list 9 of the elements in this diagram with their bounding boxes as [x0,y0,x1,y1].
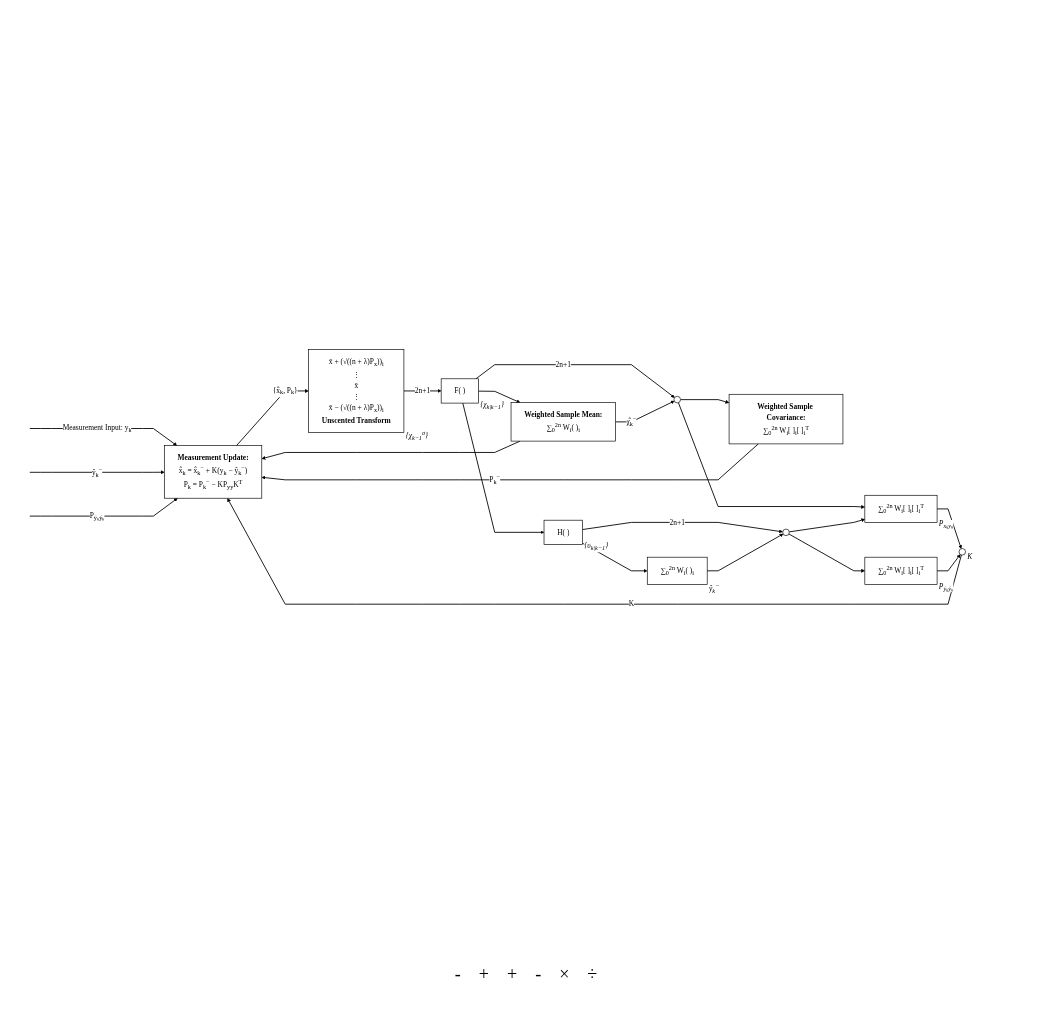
sign-label: - [454,964,461,985]
node-circle [782,529,790,537]
node-circle [958,548,966,556]
sign-label: + [478,964,489,985]
sign-label: × [559,964,570,985]
node-circle [673,396,681,404]
sign-label: ÷ [587,964,598,985]
sign-label: - [535,964,542,985]
sign-label: + [506,964,518,985]
